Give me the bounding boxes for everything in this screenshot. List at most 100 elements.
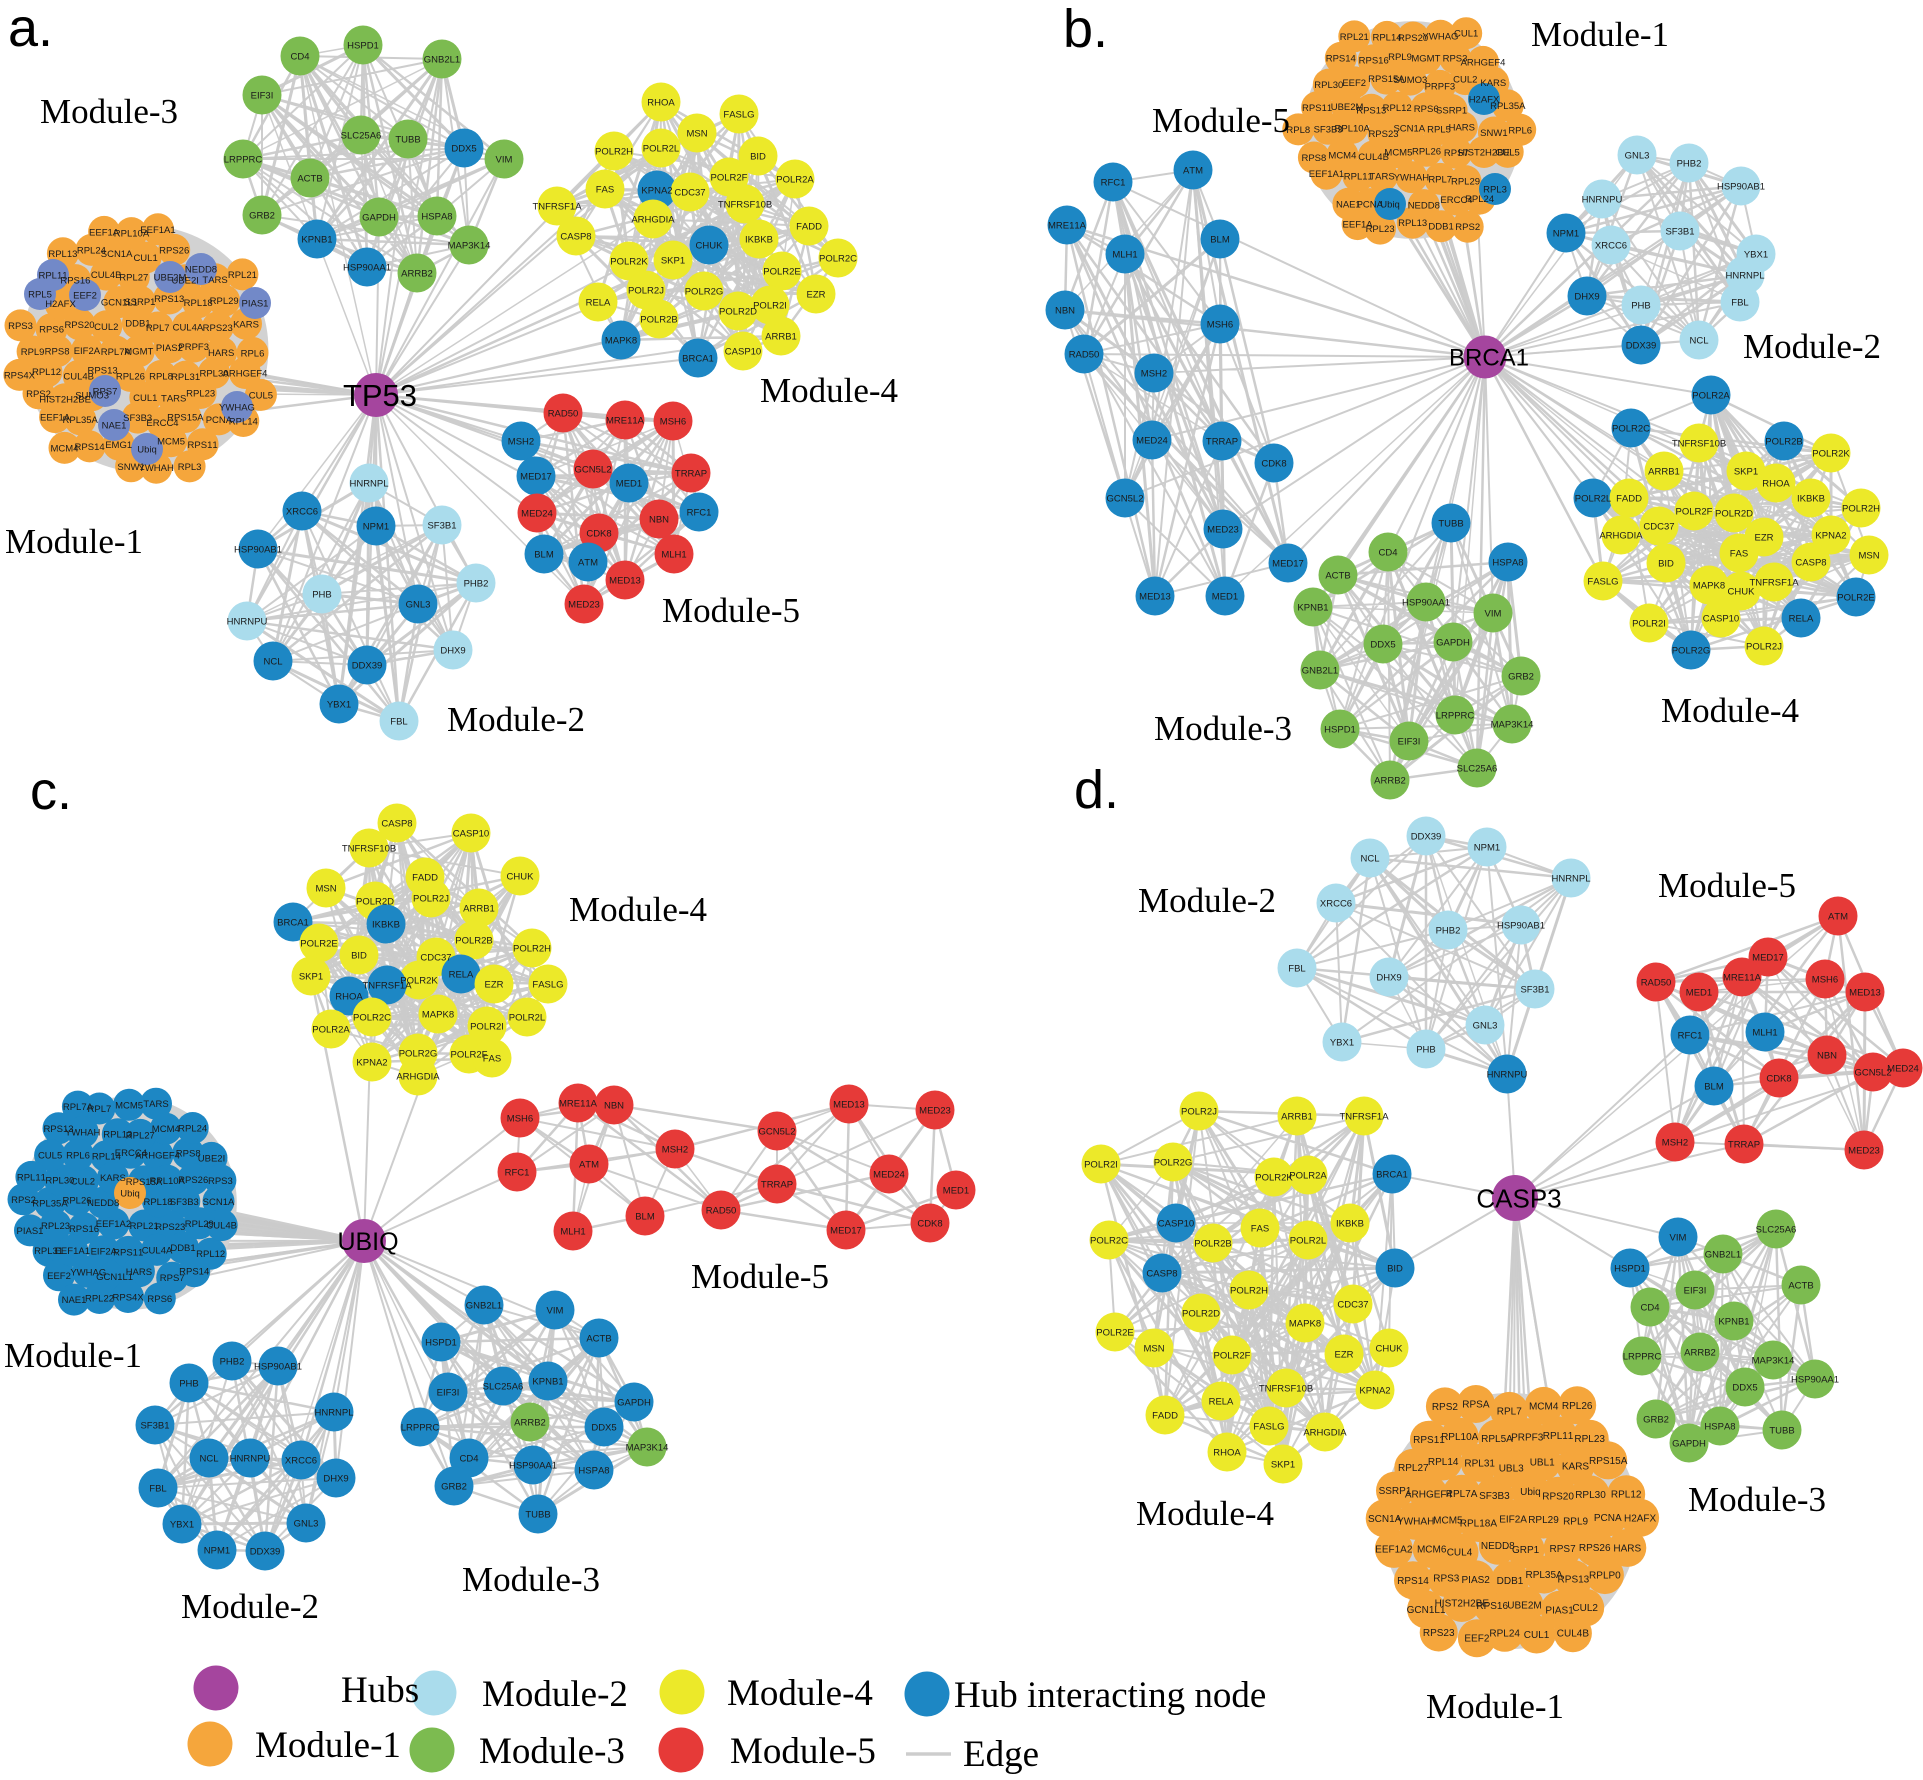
- svg-text:RPS20: RPS20: [64, 320, 94, 331]
- svg-text:MAPK8: MAPK8: [1289, 1319, 1321, 1330]
- svg-text:CUL2: CUL2: [71, 1177, 95, 1188]
- svg-text:RPL14: RPL14: [1428, 1457, 1459, 1468]
- svg-text:MSN: MSN: [686, 129, 707, 140]
- svg-text:RPL31: RPL31: [34, 1246, 63, 1257]
- svg-text:LRPPRC: LRPPRC: [1436, 711, 1475, 722]
- svg-text:RAD50: RAD50: [1069, 350, 1100, 361]
- svg-text:MSH2: MSH2: [508, 437, 534, 448]
- svg-text:EIF3I: EIF3I: [437, 1388, 460, 1399]
- svg-text:ERCC4: ERCC4: [1440, 195, 1472, 206]
- svg-text:CUL1: CUL1: [1454, 29, 1478, 40]
- svg-text:MCM4: MCM4: [152, 1124, 180, 1135]
- svg-text:RPL27: RPL27: [1398, 1463, 1429, 1474]
- svg-text:ARRB1: ARRB1: [1281, 1112, 1313, 1123]
- svg-text:MED23: MED23: [1207, 525, 1239, 536]
- svg-text:RPL9: RPL9: [1563, 1517, 1588, 1528]
- svg-text:POLR2J: POLR2J: [1181, 1107, 1217, 1118]
- svg-text:SCN1A: SCN1A: [203, 1197, 235, 1208]
- svg-text:EEF1A2: EEF1A2: [1375, 1544, 1413, 1555]
- svg-text:HARS: HARS: [126, 1267, 152, 1278]
- svg-text:MED17: MED17: [1272, 559, 1304, 570]
- svg-text:CASP10: CASP10: [725, 347, 761, 358]
- svg-text:DDB1: DDB1: [1428, 222, 1453, 233]
- svg-text:PHB: PHB: [312, 590, 332, 601]
- svg-text:CDK8: CDK8: [1766, 1074, 1791, 1085]
- svg-text:EIF2A: EIF2A: [91, 1247, 118, 1258]
- svg-text:RPL26: RPL26: [62, 1196, 91, 1207]
- svg-text:POLR2C: POLR2C: [1090, 1236, 1128, 1247]
- svg-text:CDK8: CDK8: [917, 1219, 942, 1230]
- svg-text:RPL7A: RPL7A: [101, 347, 132, 358]
- svg-text:CUL5: CUL5: [249, 390, 273, 401]
- svg-text:POLR2B: POLR2B: [455, 936, 493, 947]
- svg-text:NBN: NBN: [604, 1101, 624, 1112]
- svg-text:RPS11: RPS11: [188, 440, 218, 451]
- svg-text:RPL5: RPL5: [28, 290, 52, 301]
- svg-text:RPS15A: RPS15A: [126, 1177, 163, 1188]
- svg-text:GRB2: GRB2: [441, 1482, 467, 1493]
- svg-text:HNRNPU: HNRNPU: [1582, 195, 1623, 206]
- svg-text:RPL23: RPL23: [1366, 224, 1395, 235]
- svg-text:GNL3: GNL3: [294, 1519, 319, 1530]
- svg-text:HSP90AA1: HSP90AA1: [343, 263, 391, 274]
- svg-text:TRRAP: TRRAP: [1728, 1140, 1760, 1151]
- svg-text:RPL7: RPL7: [146, 323, 170, 334]
- svg-text:UBL1: UBL1: [1530, 1457, 1555, 1468]
- svg-text:NAE1: NAE1: [62, 1295, 87, 1306]
- svg-text:POLR2D: POLR2D: [1182, 1309, 1220, 1320]
- svg-text:ATM: ATM: [578, 558, 598, 569]
- svg-text:DDX5: DDX5: [591, 1423, 616, 1434]
- svg-text:POLR2B: POLR2B: [1765, 437, 1803, 448]
- svg-text:EEF2: EEF2: [73, 291, 97, 302]
- svg-text:Module-1: Module-1: [4, 1336, 142, 1375]
- svg-text:Edge: Edge: [963, 1734, 1039, 1775]
- svg-text:RPL23: RPL23: [1574, 1434, 1605, 1445]
- svg-text:MSN: MSN: [1143, 1344, 1164, 1355]
- svg-text:DDX5: DDX5: [1732, 1383, 1757, 1394]
- svg-text:LRPPRC: LRPPRC: [1623, 1352, 1662, 1363]
- svg-text:RPS20: RPS20: [1542, 1491, 1574, 1502]
- svg-text:RPL30: RPL30: [1575, 1490, 1606, 1501]
- svg-text:IKBKB: IKBKB: [372, 920, 400, 931]
- svg-text:POLR2H: POLR2H: [1842, 504, 1880, 515]
- svg-text:RFC1: RFC1: [687, 508, 712, 519]
- svg-text:Module-2: Module-2: [181, 1587, 319, 1626]
- svg-text:Module-2: Module-2: [447, 700, 585, 739]
- svg-text:MAP3K14: MAP3K14: [626, 1443, 669, 1454]
- svg-text:MED13: MED13: [833, 1100, 865, 1111]
- svg-text:a.: a.: [8, 0, 53, 58]
- svg-text:FBL: FBL: [390, 717, 407, 728]
- svg-text:RPS8: RPS8: [45, 347, 70, 358]
- svg-text:CHUK: CHUK: [507, 872, 535, 883]
- svg-text:ARHGDIA: ARHGDIA: [396, 1072, 440, 1083]
- svg-text:HNRNPU: HNRNPU: [227, 617, 268, 628]
- svg-text:GNB2L1: GNB2L1: [1705, 1250, 1741, 1261]
- svg-text:MCM5: MCM5: [115, 1100, 143, 1111]
- svg-text:RPS2: RPS2: [1455, 222, 1480, 233]
- svg-text:CD4: CD4: [290, 52, 309, 63]
- svg-text:POLR2D: POLR2D: [719, 307, 757, 318]
- svg-text:Ubiq: Ubiq: [1380, 200, 1400, 211]
- svg-text:POLR2A: POLR2A: [1692, 391, 1730, 402]
- svg-text:RPS6: RPS6: [147, 1294, 172, 1305]
- svg-text:UBE2M: UBE2M: [1507, 1601, 1541, 1612]
- svg-text:POLR2A: POLR2A: [1289, 1171, 1327, 1182]
- svg-text:RPS11: RPS11: [1413, 1435, 1445, 1446]
- svg-text:SF3B1: SF3B1: [1665, 227, 1694, 238]
- svg-text:RPL5: RPL5: [1427, 125, 1451, 136]
- svg-text:POLR2K: POLR2K: [610, 257, 648, 268]
- svg-text:PRPF3: PRPF3: [1425, 81, 1456, 92]
- svg-text:EEF1A: EEF1A: [40, 413, 71, 424]
- svg-text:PIAS1: PIAS1: [242, 299, 269, 310]
- svg-text:NAE1: NAE1: [102, 421, 127, 432]
- svg-text:b.: b.: [1063, 0, 1108, 59]
- svg-text:ERCC4: ERCC4: [115, 1148, 147, 1159]
- svg-text:FAS: FAS: [483, 1054, 501, 1065]
- svg-text:RPL10A: RPL10A: [1441, 1432, 1479, 1443]
- svg-text:MAP3K14: MAP3K14: [1752, 1356, 1795, 1367]
- svg-text:VIM: VIM: [1485, 609, 1502, 620]
- svg-text:MLH1: MLH1: [560, 1227, 585, 1238]
- svg-text:HSP90AA1: HSP90AA1: [1402, 598, 1450, 609]
- svg-text:Module-2: Module-2: [482, 1674, 628, 1715]
- svg-text:TARS: TARS: [143, 1099, 168, 1110]
